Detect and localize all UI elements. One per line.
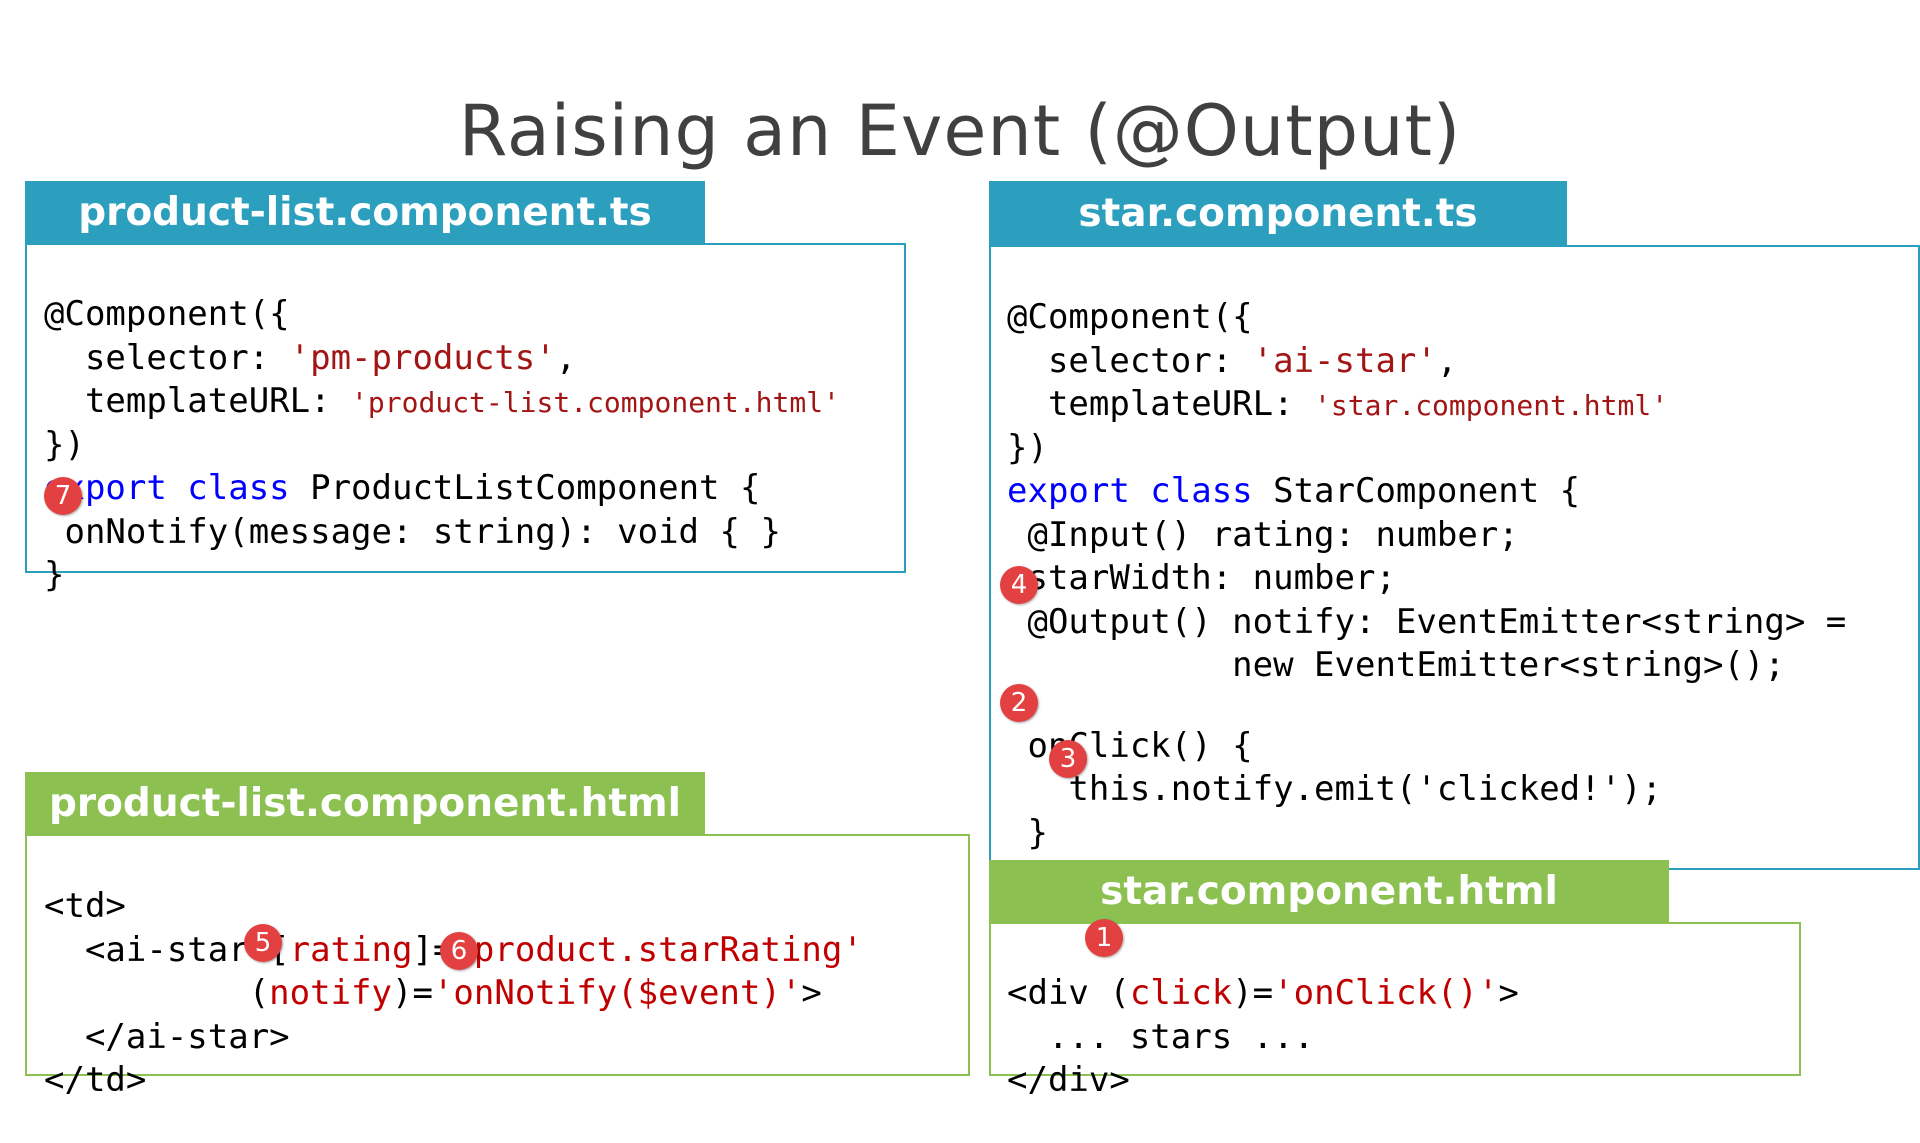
code-line: @Output() notify: EventEmitter<string> = [1007, 601, 1847, 642]
code-line: <td> [44, 886, 126, 926]
code-line: templateURL: 'product-list.component.htm… [44, 381, 840, 421]
step-badge-1: 1 [1085, 919, 1123, 957]
step-badge-3: 3 [1049, 740, 1087, 778]
product-list-html-header: product-list.component.html [25, 772, 705, 834]
code-line: } [1007, 812, 1048, 853]
code-line: starWidth: number; [1007, 558, 1396, 598]
star-html-code: <div (click)='onClick()'> ... stars ...<… [1007, 932, 1519, 1143]
code-line: export class ProductListComponent { [44, 468, 761, 508]
code-line: @Component({ [44, 294, 290, 334]
code-line [1007, 688, 1846, 725]
code-line: @Component({ [1007, 297, 1253, 337]
product-list-ts-panel [25, 243, 906, 573]
code-line: templateURL: 'star.component.html' [1007, 384, 1669, 424]
code-line: <div (click)='onClick()'> [1007, 973, 1519, 1013]
step-badge-5: 5 [244, 924, 282, 962]
code-line: ... stars ... [1007, 1016, 1315, 1057]
code-line: new EventEmitter<string>(); [1007, 645, 1785, 685]
slide-title: Raising an Event (@Output) [458, 90, 1462, 172]
step-badge-2: 2 [1000, 684, 1038, 722]
star-ts-header: star.component.ts [989, 181, 1567, 245]
product-list-html-panel [25, 834, 970, 1076]
code-line: onClick() { [1007, 725, 1253, 766]
step-badge-4: 4 [1000, 566, 1038, 604]
code-line: export class StarComponent { [1007, 471, 1581, 511]
code-line: </div> [1007, 1060, 1130, 1100]
code-line: (notify)='onNotify($event)'> [44, 973, 822, 1013]
code-line: </ai-star> [44, 1016, 290, 1057]
star-html-panel [989, 922, 1801, 1076]
code-line: </td> [44, 1060, 147, 1100]
star-html-header: star.component.html [989, 860, 1669, 922]
product-list-ts-header: product-list.component.ts [25, 181, 705, 243]
code-line: }) [44, 424, 85, 465]
star-ts-code: @Component({ selector: 'ai-star', templa… [1007, 256, 1846, 939]
code-line: }) [1007, 427, 1048, 468]
star-ts-panel [989, 245, 1920, 870]
code-line: } [44, 555, 65, 595]
code-line: onNotify(message: string): void { } [44, 511, 781, 552]
code-line: selector: 'ai-star', [1007, 340, 1458, 381]
step-badge-7: 7 [44, 477, 82, 515]
code-line: @Input() rating: number; [1007, 514, 1519, 555]
product-list-ts-code: @Component({ selector: 'pm-products', te… [44, 253, 840, 638]
step-badge-6: 6 [440, 932, 478, 970]
product-list-html-code: <td> <ai-star [rating]='product.starRati… [44, 845, 863, 1143]
code-line: this.notify.emit('clicked!'); [1007, 769, 1663, 809]
code-line: selector: 'pm-products', [44, 337, 577, 378]
